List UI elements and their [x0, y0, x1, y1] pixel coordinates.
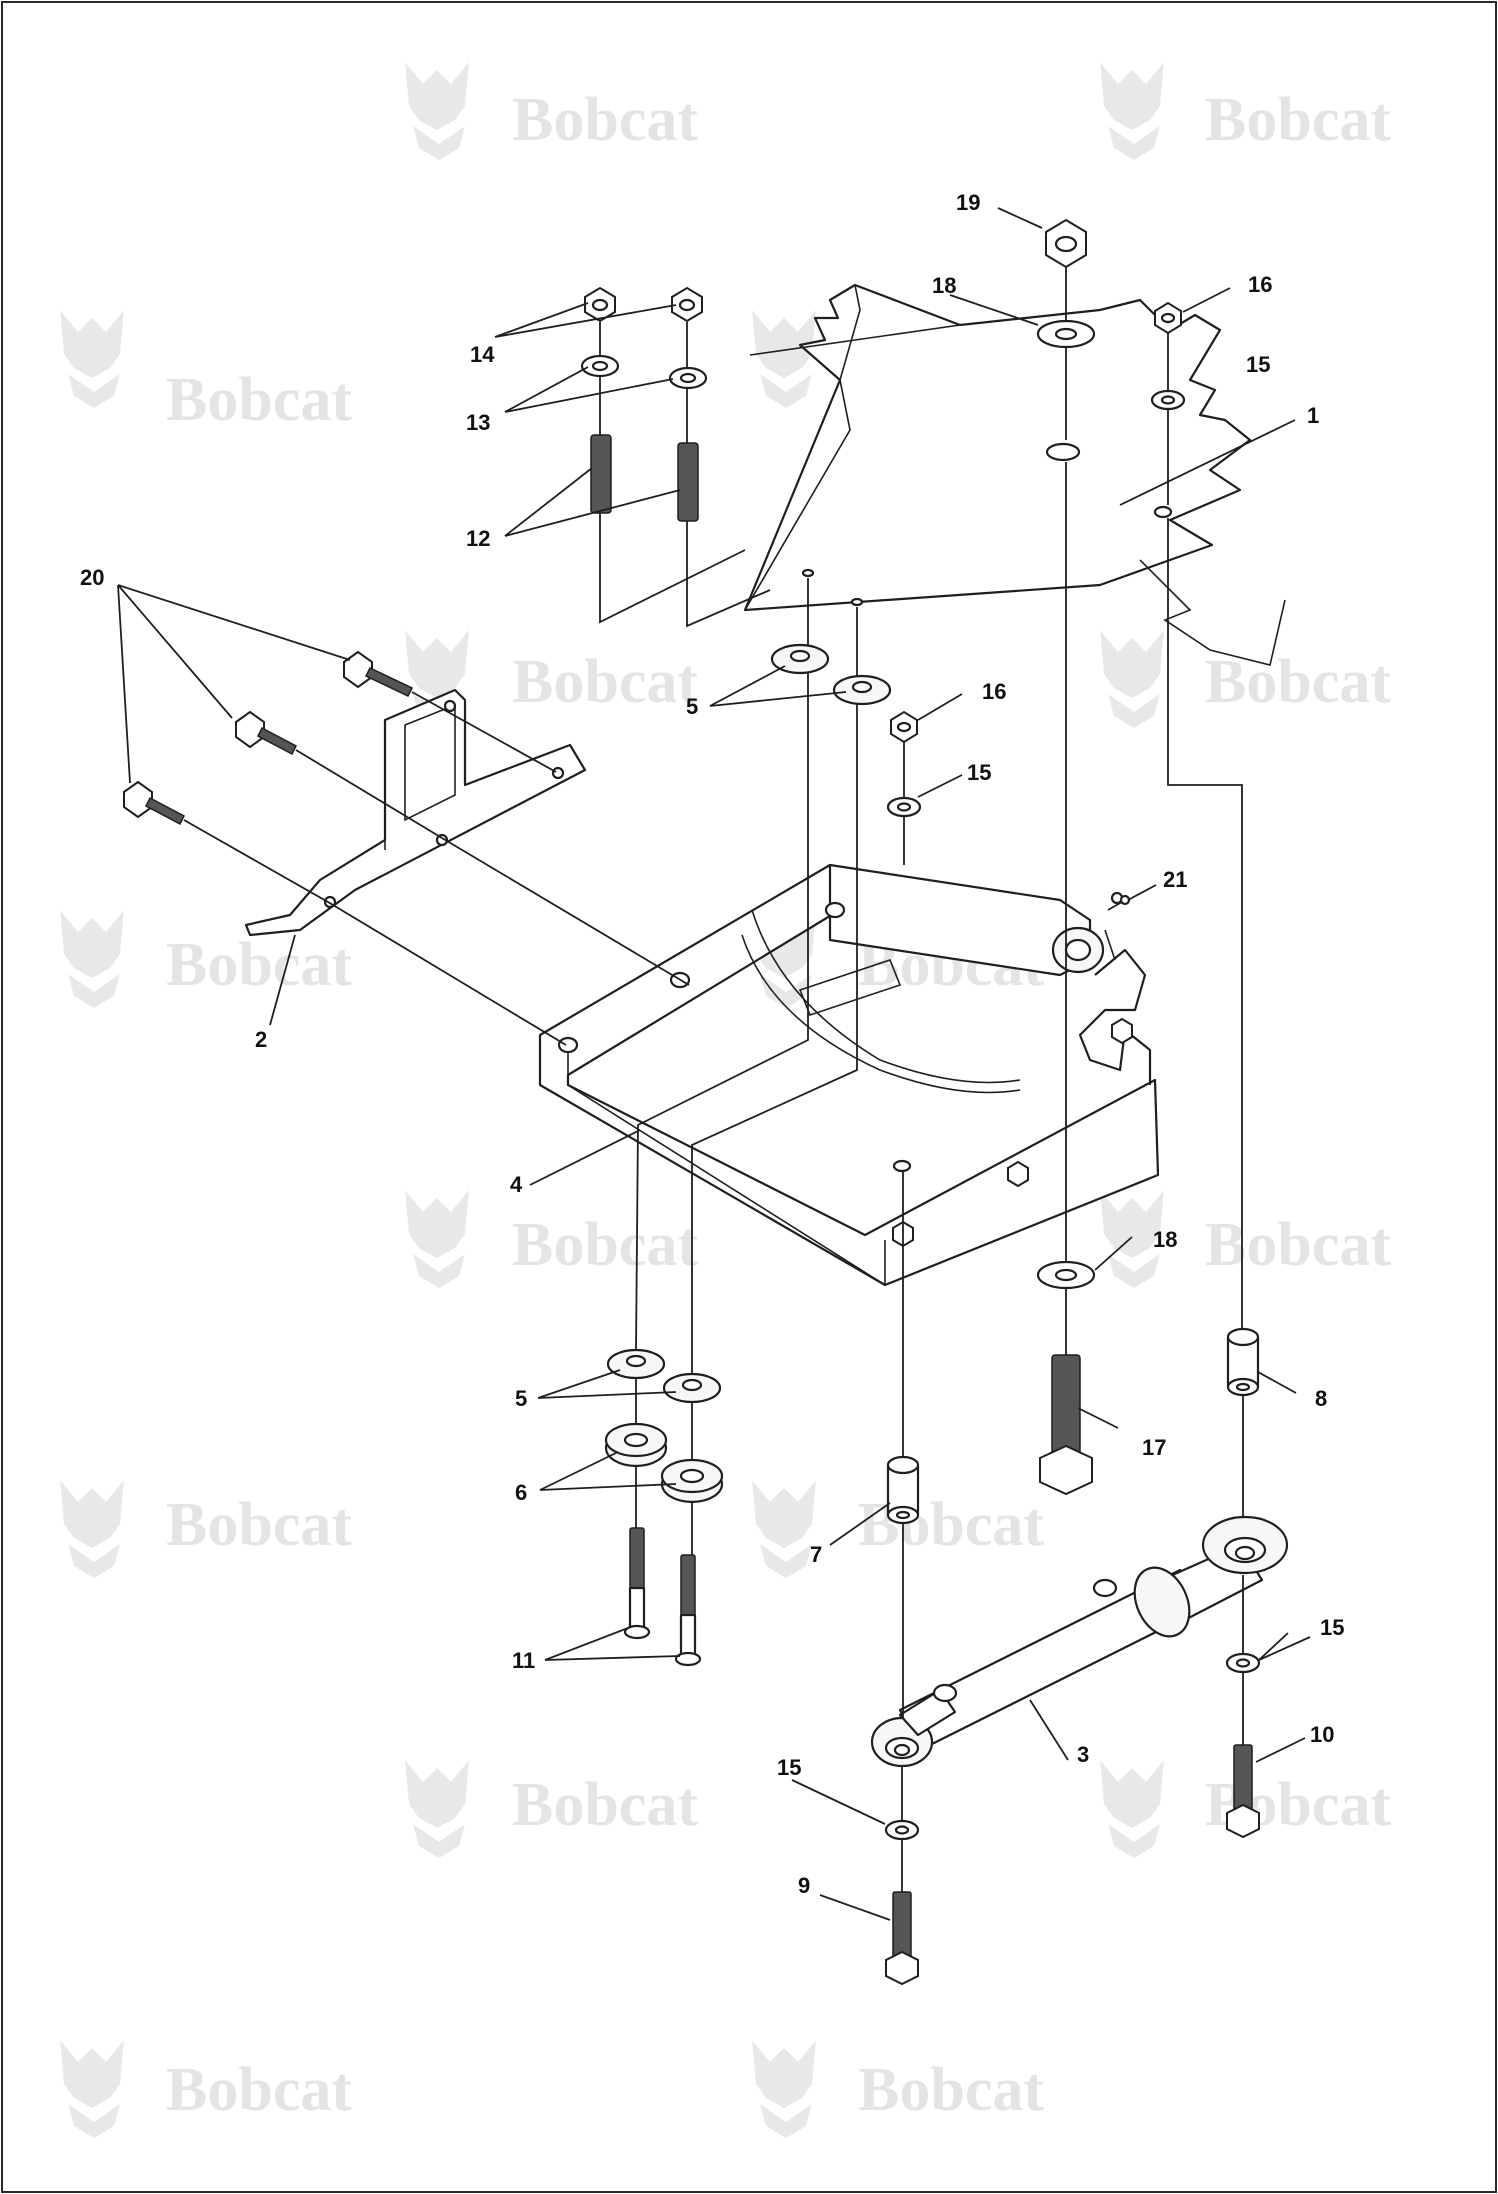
part-11-screw-right — [674, 1554, 702, 1667]
part-7-spacer — [886, 1455, 920, 1525]
callout-9: 9 — [798, 1873, 810, 1898]
watermark-text: Bobcat — [166, 1491, 352, 1559]
part-11-screw-left — [623, 1527, 651, 1640]
part-6-bushing-right — [660, 1458, 724, 1504]
callout-19: 19 — [956, 190, 980, 215]
part-16-nut-top — [1154, 301, 1182, 335]
watermark-text: Bobcat — [512, 1771, 698, 1839]
callout-3: 3 — [1077, 1742, 1089, 1767]
part-20-bolt-middle — [235, 710, 297, 756]
callout-20: 20 — [80, 565, 104, 590]
callout-7: 7 — [810, 1542, 822, 1567]
part-8-spacer — [1226, 1327, 1260, 1397]
watermark-text: Bobcat — [1205, 648, 1391, 716]
part-1-mounting-plate — [743, 283, 1286, 666]
part-15-washer-hole — [1235, 1658, 1251, 1668]
callout-16-mid: 16 — [982, 679, 1006, 704]
part-12-stud-left — [590, 434, 612, 514]
watermark-text: Bobcat — [166, 2056, 352, 2124]
part-13-washer-hole — [679, 372, 697, 384]
callout-15-mid: 15 — [967, 760, 991, 785]
part-14-nut-right — [671, 286, 703, 323]
part-3-cylinder — [870, 1515, 1289, 1768]
callout-leaders — [117, 207, 1311, 1921]
callout-8: 8 — [1315, 1386, 1327, 1411]
callout-labels: 1 2 3 4 5 5 6 7 8 9 10 11 12 13 14 15 15… — [80, 190, 1344, 1898]
watermark-text: Bobcat — [166, 931, 352, 999]
part-20-bolt-lower — [123, 780, 185, 826]
part-20-bolt-upper — [343, 650, 414, 697]
watermark-text: Bobcat — [512, 86, 698, 154]
part-15-washer-hole — [896, 802, 912, 812]
callout-18-top: 18 — [932, 273, 956, 298]
part-12-stud-right — [677, 442, 699, 522]
callout-13: 13 — [466, 410, 490, 435]
part-2-side-bracket — [244, 688, 587, 937]
callout-18-bottom: 18 — [1153, 1227, 1177, 1252]
part-18-washer-hole — [1054, 1268, 1078, 1282]
watermark-text: Bobcat — [1205, 86, 1391, 154]
callout-21: 21 — [1163, 867, 1187, 892]
pin-hole-marker — [850, 597, 864, 607]
callout-10: 10 — [1310, 1722, 1334, 1747]
callout-1: 1 — [1307, 403, 1319, 428]
part-15-washer-hole — [894, 1825, 910, 1835]
part-16-nut-mid — [890, 710, 918, 744]
part-5-washer-hole — [851, 680, 873, 694]
callout-5-upper: 5 — [686, 694, 698, 719]
callout-2: 2 — [255, 1027, 267, 1052]
part-5-washer-hole — [625, 1354, 647, 1368]
callout-16-top: 16 — [1248, 272, 1272, 297]
part-10-bolt — [1226, 1744, 1260, 1839]
assembly-lines — [183, 267, 1244, 1892]
part-14-nut-left — [584, 286, 616, 323]
callout-14: 14 — [470, 342, 495, 367]
watermark-text: Bobcat — [858, 1491, 1044, 1559]
callout-17: 17 — [1142, 1435, 1166, 1460]
callout-11: 11 — [512, 1648, 535, 1673]
callout-15-bottom: 15 — [777, 1755, 801, 1780]
part-17-large-bolt — [1039, 1354, 1093, 1496]
part-9-bolt — [885, 1891, 919, 1986]
pin-hole-marker — [801, 568, 815, 578]
part-5-washer-hole — [789, 649, 811, 663]
part-5-washer-hole — [681, 1378, 703, 1392]
callout-15-top: 15 — [1246, 352, 1270, 377]
watermark-text: Bobcat — [512, 1211, 698, 1279]
callout-12: 12 — [466, 526, 490, 551]
callout-15-right: 15 — [1320, 1615, 1344, 1640]
callout-6: 6 — [515, 1480, 527, 1505]
watermark-text: Bobcat — [166, 366, 352, 434]
part-18-washer-hole — [1054, 327, 1078, 341]
part-13-washer-hole — [591, 360, 609, 372]
watermark-text: Bobcat — [512, 648, 698, 716]
callout-5-lower: 5 — [515, 1386, 527, 1411]
part-4-main-frame — [538, 863, 1160, 1287]
callout-4: 4 — [510, 1172, 523, 1197]
watermark-text: Bobcat — [1205, 1211, 1391, 1279]
watermark-text: Bobcat — [858, 2056, 1044, 2124]
part-6-bushing-left — [604, 1422, 668, 1468]
part-15-washer-hole — [1160, 395, 1176, 405]
part-19-hex-nut — [1045, 218, 1087, 269]
